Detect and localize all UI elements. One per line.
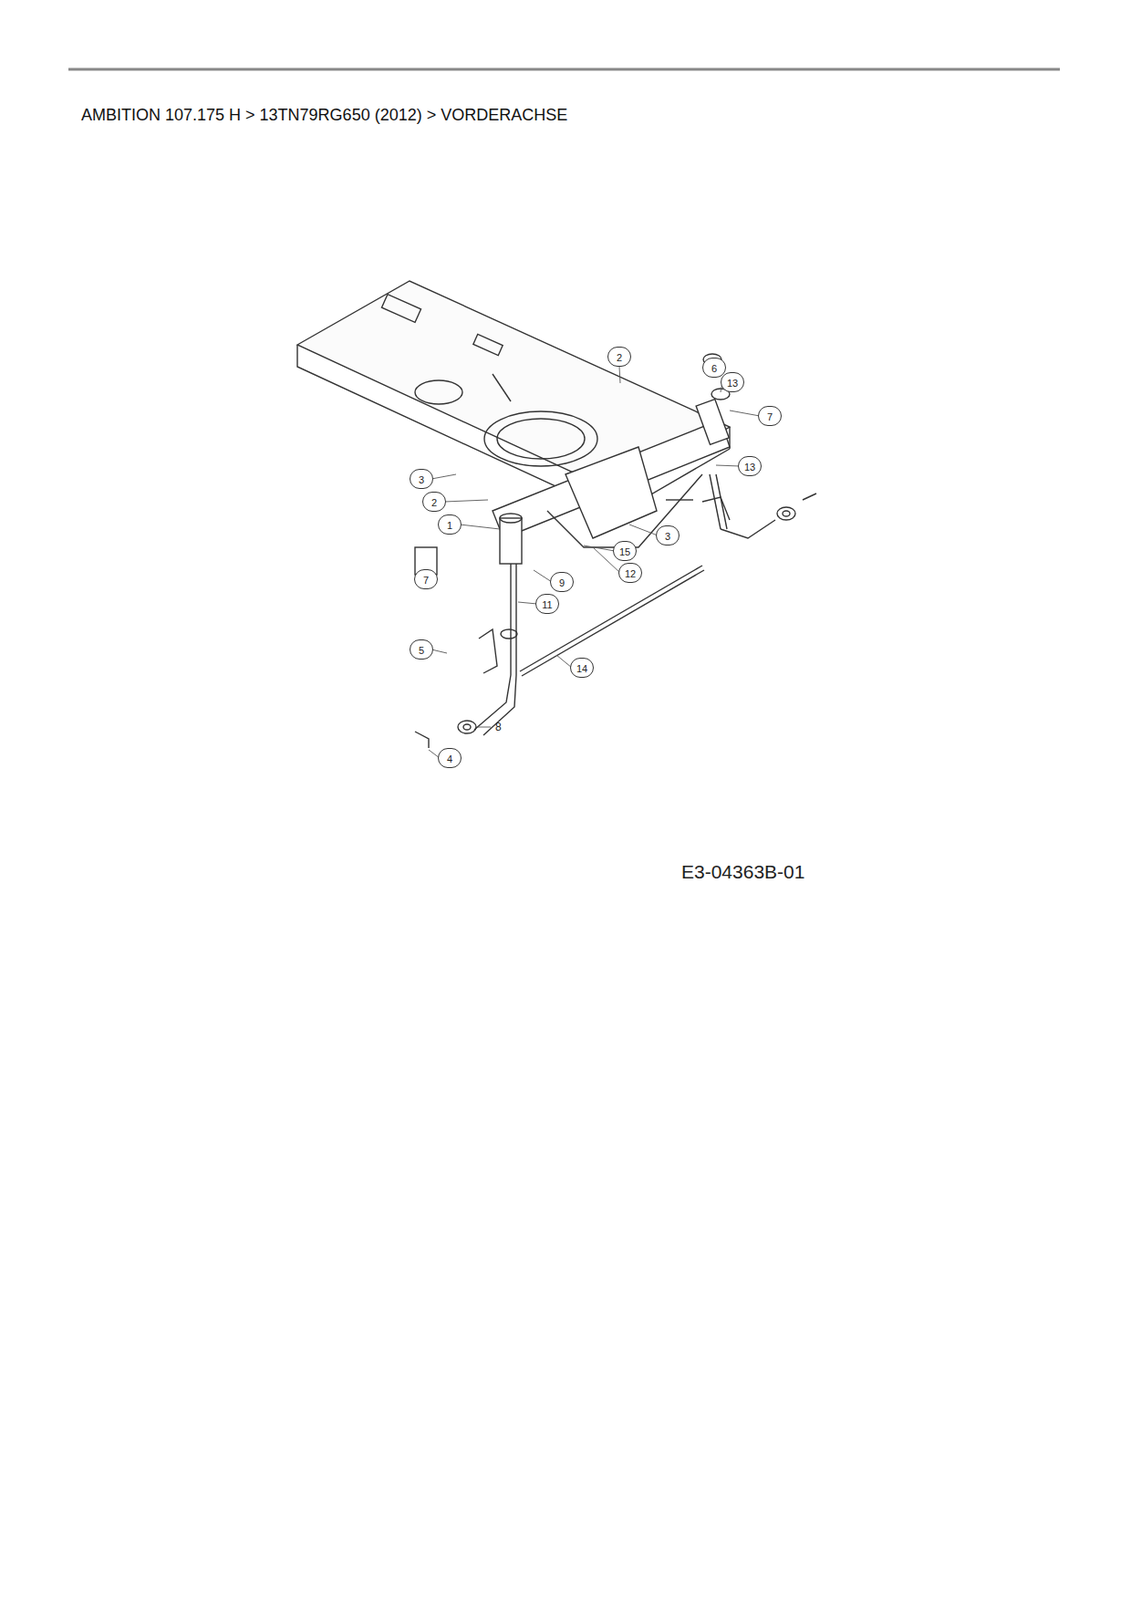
callout-number: 15	[612, 540, 637, 561]
callout-number: 3	[409, 468, 434, 489]
callout-number: 7	[757, 405, 782, 426]
callout-number: 13	[720, 372, 745, 393]
callout-number: 1	[437, 514, 462, 535]
callout-number: 12	[618, 562, 643, 583]
callout-number: 11	[535, 593, 560, 614]
callout-number: 5	[409, 639, 434, 660]
page-title: AMBITION 107.175 H > 13TN79RG650 (2012) …	[81, 105, 568, 125]
callout-number: 9	[549, 571, 574, 592]
drawing-code: E3-04363B-01	[681, 861, 805, 883]
callout-number: 3	[655, 525, 680, 546]
callout-number: 14	[570, 657, 594, 678]
callout-number: 2	[607, 346, 632, 367]
callout-number: 8	[495, 720, 502, 734]
callout-number: 2	[422, 491, 447, 512]
callout-number: 4	[437, 747, 462, 768]
callout-number: 13	[737, 456, 762, 477]
callout-number: 7	[414, 569, 438, 590]
